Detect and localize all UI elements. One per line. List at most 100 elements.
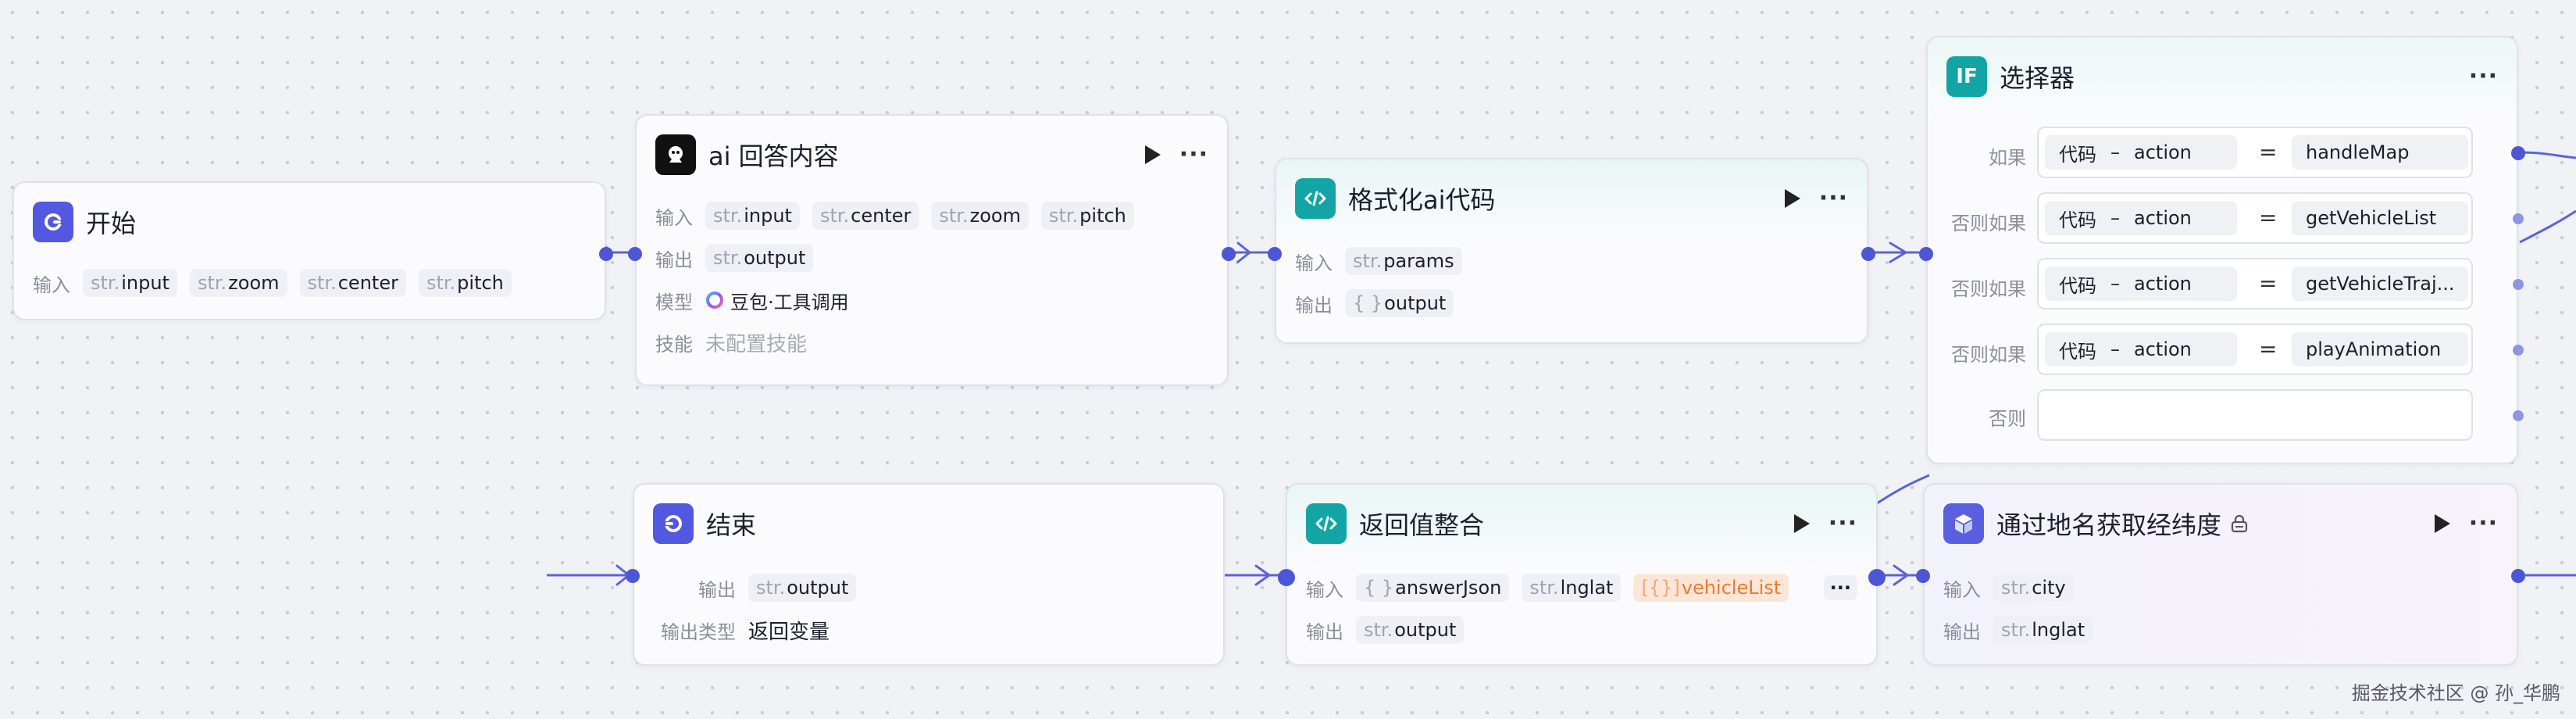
start-icon [33, 202, 73, 242]
branch-port-elseif[interactable] [2513, 279, 2524, 290]
param-name: center [851, 205, 912, 227]
input-port[interactable] [1916, 569, 1930, 583]
more-icon[interactable]: ··· [1818, 184, 1848, 212]
condition-source[interactable]: 代码–action [2045, 332, 2237, 367]
condition-source[interactable]: 代码–action [2045, 201, 2237, 235]
node-header: 结束 [653, 502, 1204, 546]
param-chip-highlighted[interactable]: [{}]vehicleList [1633, 574, 1789, 602]
param-chip[interactable]: str.pitch [1040, 202, 1134, 230]
branch-port-else[interactable] [2513, 410, 2524, 421]
input-port[interactable] [626, 569, 640, 583]
node-end[interactable]: 结束 输出 str.output 输出类型 返回变量 [626, 483, 1225, 666]
param-chip[interactable]: { }output [1345, 289, 1454, 317]
param-chip[interactable]: str.input [83, 269, 177, 297]
branch-port-if[interactable] [2511, 146, 2525, 160]
condition-row[interactable]: 代码–action = handleMap [2037, 127, 2473, 178]
node-start[interactable]: 开始 输入 str.input str.zoom str.center str.… [12, 181, 613, 320]
param-chip[interactable]: str.zoom [189, 269, 287, 297]
input-label: 输入 [1306, 578, 1343, 601]
header-actions: ··· [1793, 510, 1857, 537]
condition-source[interactable]: 代码–action [2045, 266, 2237, 301]
type-tag: str. [2001, 577, 2031, 599]
param-chip[interactable]: str.lnglat [1993, 616, 2093, 644]
type-tag: str. [819, 205, 850, 227]
header-actions: ··· [1144, 141, 1208, 168]
play-icon[interactable] [2434, 514, 2450, 533]
node-title: 开始 [86, 209, 137, 238]
play-icon[interactable] [1144, 145, 1161, 164]
node-ai-answer[interactable]: ai 回答内容 ··· 输入 str.input str.center str.… [628, 114, 1236, 386]
param-chip[interactable]: str.output [705, 244, 814, 272]
input-port[interactable] [628, 247, 642, 261]
param-chip[interactable]: str.zoom [931, 202, 1029, 230]
end-icon [653, 503, 694, 544]
param-chip[interactable]: str.center [299, 269, 406, 297]
output-port[interactable] [1868, 569, 1886, 586]
param-chip[interactable]: str.input [705, 202, 800, 230]
play-icon[interactable] [1784, 189, 1800, 208]
output-label: 输出 [1295, 294, 1333, 317]
field-name: action [2134, 273, 2192, 295]
source-name: 代码 [2059, 340, 2096, 363]
condition-value[interactable]: handleMap [2292, 135, 2468, 170]
param-chip[interactable]: str.output [1356, 616, 1465, 644]
output-label: 输出 [1943, 621, 1981, 643]
output-port[interactable] [1861, 247, 1875, 261]
skill-label: 技能 [655, 333, 693, 356]
param-chip[interactable]: str.output [748, 574, 857, 602]
operator[interactable]: = [2259, 336, 2278, 362]
param-name: pitch [457, 272, 504, 294]
condition-row[interactable]: 代码–action = playAnimation [2037, 324, 2473, 375]
input-port[interactable] [1268, 247, 1282, 261]
input-row: 输入 { }answerJson str.lnglat [{}]vehicleL… [1306, 571, 1857, 605]
more-icon[interactable]: ··· [2468, 63, 2498, 90]
condition-source[interactable]: 代码–action [2045, 135, 2237, 170]
condition-value[interactable]: getVehicleList [2292, 201, 2468, 235]
more-icon[interactable]: ··· [1828, 510, 1857, 537]
node-format-code[interactable]: 格式化ai代码 ··· 输入 str.params 输出 { }output [1268, 158, 1875, 344]
branch-port-elseif[interactable] [2513, 345, 2524, 356]
play-icon[interactable] [1793, 514, 1810, 533]
field-name: action [2134, 141, 2192, 163]
param-chip[interactable]: { }answerJson [1356, 574, 1510, 602]
param-name: answerJson [1395, 577, 1502, 599]
more-icon[interactable]: ··· [1179, 141, 1208, 168]
more-params-button[interactable]: ··· [1823, 575, 1857, 600]
output-port[interactable] [1222, 247, 1236, 261]
condition-value[interactable]: getVehicleTraj... [2292, 266, 2468, 301]
output-type-label: 输出类型 [661, 621, 736, 643]
operator[interactable]: = [2259, 270, 2278, 296]
output-label: 输出 [698, 578, 736, 601]
operator[interactable]: = [2259, 139, 2278, 165]
param-name: lnglat [2032, 619, 2085, 641]
input-port[interactable] [1919, 247, 1933, 261]
condition-row[interactable]: 代码–action = getVehicleList [2037, 192, 2473, 244]
operator[interactable]: = [2259, 205, 2278, 231]
param-chip[interactable]: str.city [1993, 574, 2074, 602]
param-chip[interactable]: str.lnglat [1522, 574, 1622, 602]
input-port[interactable] [1278, 569, 1295, 586]
header-actions: ··· [1784, 184, 1848, 212]
input-label: 输入 [33, 274, 70, 296]
code-icon [1295, 178, 1336, 219]
condition-value[interactable]: playAnimation [2292, 332, 2468, 367]
model-value: 豆包·工具调用 [730, 291, 849, 313]
node-return-merge[interactable]: 返回值整合 ··· 输入 { }answerJson str.lnglat [{… [1278, 483, 1886, 666]
dash-separator: – [2110, 273, 2120, 295]
param-chip[interactable]: str.pitch [418, 269, 512, 297]
model-selector[interactable]: 豆包·工具调用 [705, 287, 849, 314]
output-port[interactable] [2511, 569, 2525, 583]
type-tag: str. [307, 272, 337, 294]
node-geocode[interactable]: 通过地名获取经纬度 ··· 输入 str.city 输出 str.lnglat [1916, 483, 2525, 666]
branch-port-elseif[interactable] [2513, 213, 2524, 224]
condition-row[interactable]: 代码–action = getVehicleTraj... [2037, 258, 2473, 309]
param-chip[interactable]: str.center [812, 202, 919, 230]
condition-label: 否则如果 [1951, 344, 2026, 366]
else-row[interactable] [2037, 389, 2473, 441]
node-selector[interactable]: IF 选择器 ··· 如果 代码–action = handleMap 否则如果… [1919, 36, 2525, 464]
param-chip[interactable]: str.params [1345, 247, 1462, 275]
output-type-value[interactable]: 返回变量 [748, 620, 830, 644]
output-port[interactable] [599, 247, 613, 261]
more-icon[interactable]: ··· [2468, 510, 2498, 537]
output-row: 输出 str.output [1306, 613, 1857, 647]
